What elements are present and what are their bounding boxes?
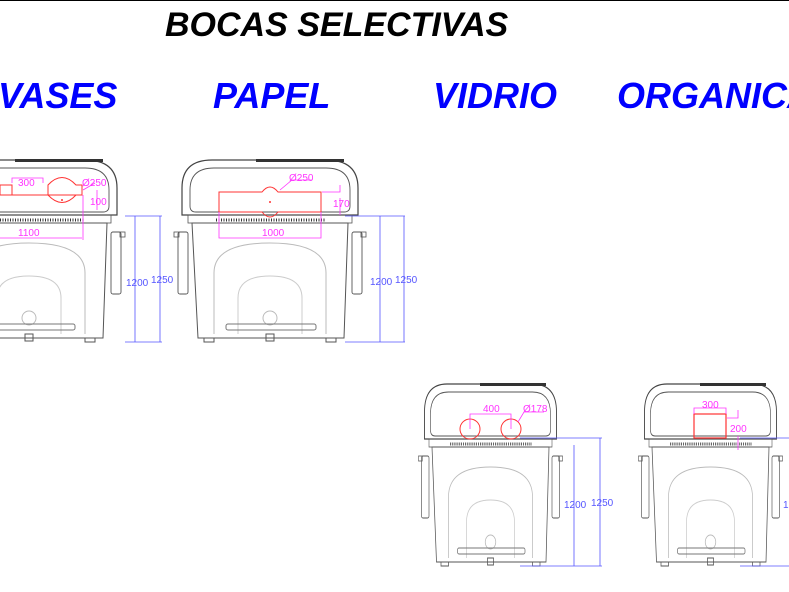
dim-opening-height: 200: [730, 424, 747, 435]
dim-diameter: Ø178: [523, 404, 548, 415]
label-envases: ENVASES: [0, 75, 117, 116]
bin-envases: 300 Ø250 100 1100 1200 1250: [0, 157, 174, 344]
label-vidrio: VIDRIO: [433, 75, 557, 116]
bin-organica: 300 200 1200: [637, 381, 789, 568]
bin-vidrio: 400 Ø178 1200 1250: [417, 381, 614, 568]
dim-height-1250: 1250: [151, 275, 174, 286]
dim-span: 1000: [262, 228, 285, 239]
label-papel: PAPEL: [213, 75, 330, 116]
dim-diameter: Ø250: [289, 173, 314, 184]
page-title: BOCAS SELECTIVAS: [165, 6, 509, 44]
dim-opening-height: 100: [90, 197, 107, 208]
dim-height-1200: 1200: [370, 277, 393, 288]
dim-height-1200: 1200: [564, 500, 587, 511]
dim-height-1200: 1200: [126, 278, 149, 289]
dim-diameter: Ø250: [82, 178, 107, 189]
dim-width: 300: [702, 400, 719, 411]
bin-papel: Ø250 170 1000 1200 1250: [172, 157, 418, 344]
dim-height-1250: 1250: [591, 498, 614, 509]
dim-span: 1100: [18, 228, 40, 239]
dim-height-1250: 1250: [395, 275, 418, 286]
label-organica: ORGANICA: [617, 75, 789, 116]
dim-opening-height: 170: [333, 199, 350, 210]
dim-height-1200: 1200: [783, 500, 789, 511]
dim-width: 300: [18, 178, 35, 189]
dim-spacing: 400: [483, 404, 500, 415]
